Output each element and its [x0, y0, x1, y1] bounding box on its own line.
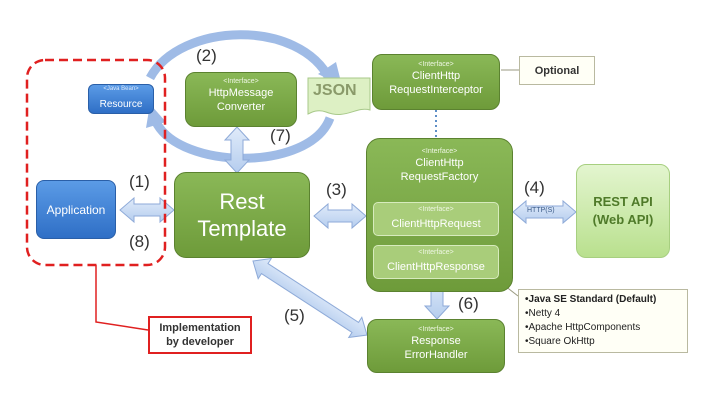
rest-api-line1: REST API: [593, 194, 653, 209]
rest-converter-arrow: [223, 126, 251, 174]
client-response-label: ClientHttpResponse: [387, 261, 485, 273]
step-5: (5): [284, 306, 305, 325]
implementation-item-1: •Netty 4: [525, 308, 561, 319]
implementation-item-3: •Square OkHttp: [525, 336, 595, 347]
interceptor-tag: <Interface>: [418, 61, 454, 68]
resource-tag: <Java Bean>: [103, 86, 139, 92]
json-document: [307, 77, 371, 115]
client-request-node: <Interface> ClientHttpRequest: [373, 202, 499, 236]
rest-errorhandler-arrow: [252, 257, 368, 339]
message-converter-node: <Interface> HttpMessage Converter: [185, 72, 297, 127]
request-factory-line1: ClientHttp: [415, 157, 464, 169]
resource-node: <Java Bean> Resource: [88, 84, 154, 114]
optional-note: Optional: [519, 56, 595, 85]
interceptor-line2: RequestInterceptor: [389, 84, 483, 96]
implementation-line2: by developer: [166, 336, 234, 348]
rest-template-line1: Rest: [219, 189, 265, 214]
message-converter-tag: <Interface>: [223, 78, 259, 85]
serialize-arc-arrow: [146, 30, 335, 83]
developer-callout-line: [95, 265, 149, 331]
client-response-tag: <Interface>: [418, 249, 454, 256]
step-1: (1): [129, 172, 150, 191]
resource-label: Resource: [99, 99, 143, 110]
step-2: (2): [196, 46, 217, 65]
error-handler-node: <Interface> Response ErrorHandler: [367, 319, 505, 373]
rest-api-node: REST API (Web API): [576, 164, 670, 258]
implementation-item-2: •Apache HttpComponents: [525, 322, 641, 333]
step-7: (7): [270, 126, 291, 145]
error-handler-line2: ErrorHandler: [404, 349, 468, 361]
error-handler-line1: Response: [411, 335, 461, 347]
client-request-label: ClientHttpRequest: [391, 218, 481, 230]
deserialize-arc-arrow: [151, 116, 335, 163]
client-response-node: <Interface> ClientHttpResponse: [373, 245, 499, 279]
message-converter-line1: HttpMessage: [208, 87, 274, 99]
rest-template-node: Rest Template: [174, 172, 310, 258]
error-handler-tag: <Interface>: [418, 326, 454, 333]
step-8: (8): [129, 232, 150, 251]
application-node: Application: [36, 180, 116, 239]
interceptor-node: <Interface> ClientHttp RequestIntercepto…: [372, 54, 500, 110]
implementation-note: Implementation by developer: [148, 316, 252, 354]
step-3: (3): [326, 180, 347, 199]
json-label: JSON: [313, 82, 357, 99]
implementation-item-0: •Java SE Standard (Default): [525, 294, 657, 305]
message-converter-line2: Converter: [216, 101, 266, 113]
request-factory-tag: <Interface>: [421, 148, 458, 155]
application-label: Application: [46, 202, 106, 217]
rest-factory-arrow: [313, 202, 367, 230]
rest-api-line2: (Web API): [592, 212, 654, 227]
http-label: HTTP(S): [527, 207, 555, 214]
step-6: (6): [458, 294, 479, 313]
rest-template-line2: Template: [197, 216, 287, 241]
optional-label: Optional: [534, 64, 580, 77]
interceptor-line1: ClientHttp: [411, 70, 461, 82]
request-factory-line2: RequestFactory: [400, 171, 479, 183]
implementations-note: •Java SE Standard (Default) •Netty 4 •Ap…: [518, 289, 688, 353]
step-4: (4): [524, 178, 545, 197]
client-request-tag: <Interface>: [418, 206, 454, 213]
implementation-line1: Implementation: [159, 322, 241, 334]
